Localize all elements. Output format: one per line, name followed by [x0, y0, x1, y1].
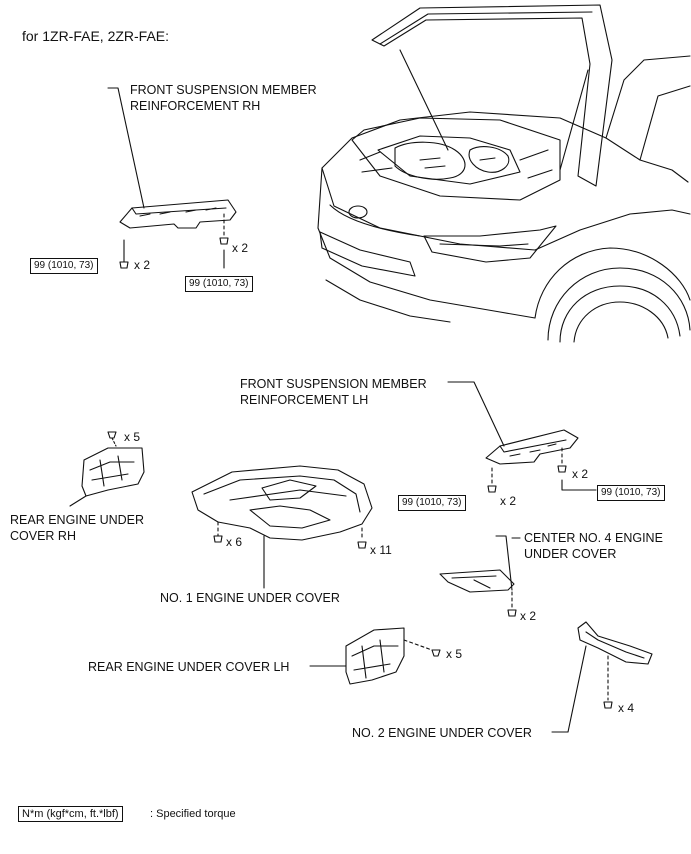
center-no4-cover-part	[439, 535, 517, 617]
qty-rear-rh-screw: x 5	[124, 430, 141, 444]
qty-rh-right-bolt: x 2	[232, 241, 249, 255]
front-suspension-rh-part	[107, 87, 237, 269]
legend-unit-box: N*m (kgf*cm, ft.*lbf)	[18, 806, 123, 822]
torque-box-rh-left: 99 (1010, 73)	[30, 258, 98, 274]
label-front-suspension-rh: FRONT SUSPENSION MEMBER REINFORCEMENT RH	[130, 83, 317, 113]
qty-lh-right-bolt: x 2	[572, 467, 589, 481]
no1-cover-part	[191, 465, 373, 589]
legend-description: : Specified torque	[150, 808, 236, 820]
label-center-no4-cover: CENTER NO. 4 ENGINE UNDER COVER	[524, 531, 663, 561]
qty-lh-left-bolt: x 2	[500, 494, 517, 508]
torque-box-rh-right: 99 (1010, 73)	[185, 276, 253, 292]
qty-rear-lh-screw: x 5	[446, 647, 463, 661]
label-rear-cover-lh: REAR ENGINE UNDER COVER LH	[88, 660, 290, 674]
front-suspension-lh-part	[447, 381, 597, 493]
label-rear-cover-rh: REAR ENGINE UNDER COVER RH	[10, 513, 145, 543]
torque-box-lh-right: 99 (1010, 73)	[597, 485, 665, 501]
qty-no2-bolt: x 4	[618, 701, 635, 715]
label-front-suspension-lh: FRONT SUSPENSION MEMBER REINFORCEMENT LH	[240, 377, 427, 407]
qty-no1-right-clip: x 11	[370, 543, 392, 557]
rear-cover-lh-part	[309, 627, 441, 685]
no2-cover-part	[551, 621, 653, 733]
label-no2-cover: NO. 2 ENGINE UNDER COVER	[352, 726, 532, 740]
diagram-heading: for 1ZR-FAE, 2ZR-FAE:	[22, 28, 170, 44]
label-no1-cover: NO. 1 ENGINE UNDER COVER	[160, 591, 340, 605]
qty-rh-left-bolt: x 2	[134, 258, 151, 272]
qty-no1-left-bolt: x 6	[226, 535, 243, 549]
torque-box-lh-left: 99 (1010, 73)	[398, 495, 466, 511]
vehicle-illustration	[317, 4, 691, 343]
qty-center-no4-bolt: x 2	[520, 609, 537, 623]
rear-cover-rh-part	[69, 431, 145, 507]
